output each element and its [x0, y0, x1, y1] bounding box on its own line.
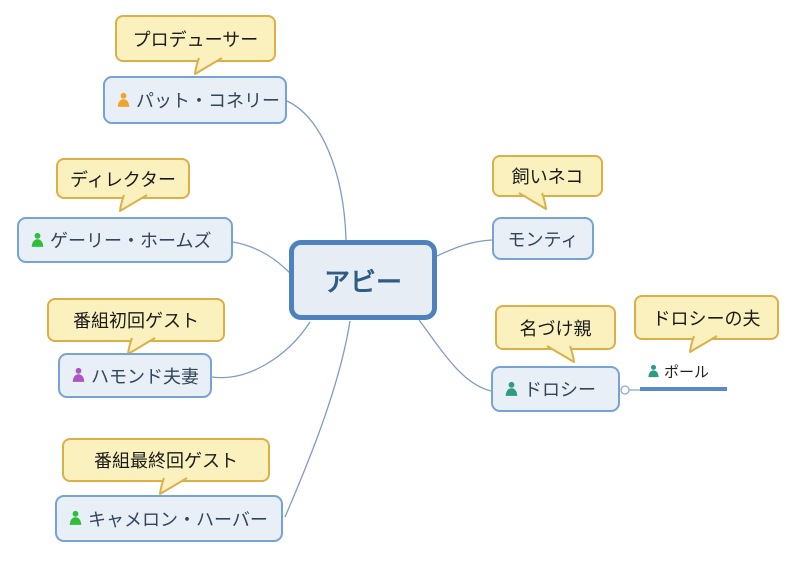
node-cameron-harbor[interactable]: キャメロン・ハーバー [55, 495, 283, 542]
callout-director[interactable]: ディレクター [56, 158, 190, 212]
connector-cameron [284, 320, 351, 518]
node-label: ハモンド夫妻 [91, 366, 199, 387]
callout-godparent[interactable]: 名づけ親 [495, 305, 616, 363]
node-paul[interactable]: ポール [646, 361, 709, 382]
person-icon [31, 232, 44, 247]
callout-godparent-label: 名づけ親 [519, 318, 592, 339]
node-label: ゲーリー・ホームズ [50, 231, 212, 251]
callout-producer[interactable]: プロデューサー [115, 15, 276, 75]
callout-tail [689, 335, 718, 353]
node-hammond-couple[interactable]: ハモンド夫妻 [58, 353, 212, 398]
center-node-label: アビー [323, 266, 402, 297]
connector-hammond [211, 321, 311, 379]
callout-tail [546, 345, 575, 363]
callout-last-guest[interactable]: 番組最終回ゲスト [62, 438, 270, 495]
callout-tail [194, 57, 223, 75]
connector-gary [232, 241, 292, 275]
person-icon [117, 92, 130, 107]
node-monty[interactable]: モンティ [492, 217, 594, 260]
callout-pet-cat-label: 飼いネコ [511, 167, 584, 187]
person-icon [505, 381, 518, 396]
node-dorothy[interactable]: ドロシー [491, 366, 620, 412]
connector-monty [436, 239, 493, 257]
callout-director-label: ディレクター [69, 169, 177, 190]
callout-first-guest[interactable]: 番組初回ゲスト [47, 298, 225, 355]
node-gary-holmes[interactable]: ゲーリー・ホームズ [17, 217, 233, 263]
node-label: キャメロン・ハーバー [88, 509, 268, 530]
person-icon [72, 367, 85, 382]
callout-tail [159, 477, 188, 495]
person-icon [69, 510, 82, 525]
callout-tail [119, 194, 148, 212]
person-icon [648, 364, 659, 378]
node-label: モンティ [507, 229, 579, 250]
callout-dorothys-husband-label: ドロシーの夫 [652, 308, 761, 329]
branch-connector-circle [620, 385, 630, 395]
node-label: ポール [664, 364, 710, 381]
node-pat-connelly[interactable]: パット・コネリー [103, 76, 287, 124]
callout-pet-cat[interactable]: 飼いネコ [492, 155, 603, 210]
node-label: パット・コネリー [136, 91, 280, 111]
callout-last-guest-label: 番組最終回ゲスト [94, 451, 238, 471]
connector-dorothy [418, 319, 492, 392]
callout-first-guest-label: 番組初回ゲスト [73, 311, 199, 331]
node-label: ドロシー [524, 380, 596, 400]
callout-producer-label: プロデューサー [132, 29, 259, 50]
connector-pat [286, 100, 347, 241]
callout-tail [518, 192, 547, 210]
callout-dorothys-husband[interactable]: ドロシーの夫 [634, 295, 779, 353]
node-abby-center[interactable]: アビー [289, 240, 437, 320]
